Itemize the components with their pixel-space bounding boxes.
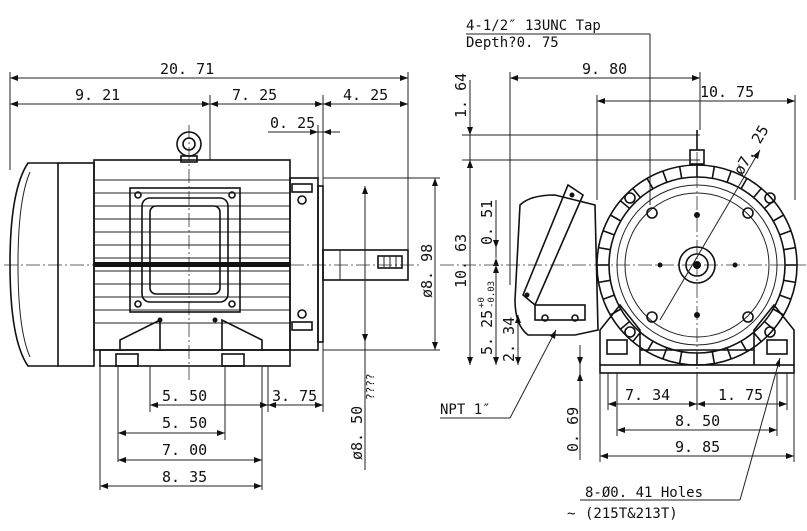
- note-tap-line1: 4-1/2″ 13UNC Tap: [466, 18, 601, 34]
- note-tap-line2: Depth?0. 75: [466, 35, 559, 51]
- side-view: 20. 71 9. 21 7. 25 4. 25 0. 25: [4, 60, 440, 490]
- face-fin: [602, 294, 615, 300]
- face-fin: [619, 320, 631, 330]
- dim-center-height: 5. 25: [478, 310, 496, 355]
- terminal-box-side: [514, 183, 599, 336]
- face-fin: [662, 170, 668, 183]
- face-fin: [678, 351, 683, 364]
- face-fin: [619, 200, 631, 210]
- face-fin: [678, 166, 683, 179]
- dim-base-b: 1. 75: [718, 386, 763, 404]
- face-fin: [740, 177, 748, 190]
- face-fin: [779, 230, 792, 236]
- dim-shaft-ext: 3. 75: [272, 387, 317, 405]
- dim-box-offset: 0. 51: [478, 200, 496, 245]
- motor-feet: [99, 317, 291, 367]
- face-fin: [609, 214, 622, 222]
- motor-end-cap: [9, 162, 58, 367]
- dim-base-c: 8. 50: [675, 412, 720, 430]
- dim-top-b: 10. 75: [700, 83, 754, 101]
- eyebolt: [176, 131, 202, 163]
- dim-seg-right: 4. 25: [343, 86, 388, 104]
- face-fin: [711, 166, 716, 179]
- motor-face: [596, 130, 798, 366]
- dim-shaft-dia: ø8. 98: [418, 244, 436, 298]
- face-fin: [783, 279, 796, 284]
- dim-foot-d: 8. 35: [162, 468, 207, 486]
- face-fin: [783, 246, 796, 251]
- face-fin: [726, 170, 732, 183]
- face-fin: [598, 279, 611, 284]
- note-holes-line1: 8-Ø0. 41 Holes: [585, 485, 703, 501]
- face-fin: [632, 187, 642, 199]
- face-fin: [711, 351, 716, 364]
- dim-base-d: 9. 85: [675, 438, 720, 456]
- dim-foot-b: 5. 50: [162, 414, 207, 432]
- note-holes-line2: (215T&213T): [585, 506, 678, 522]
- dim-bolt-circle: ø7. 25: [730, 122, 773, 178]
- dim-base-h: 0. 69: [564, 407, 582, 452]
- dim-foot-a: 5. 50: [162, 387, 207, 405]
- note-holes-prefix: ~: [567, 506, 575, 522]
- dim-top-a: 9. 80: [582, 60, 627, 78]
- front-view: 4-1/2″ 13UNC Tap Depth?0. 75 9. 80 10. 7…: [440, 18, 806, 522]
- face-fin: [772, 214, 785, 222]
- dim-center-tol-down: -0.03: [487, 281, 497, 308]
- dim-base-a: 7. 34: [625, 386, 670, 404]
- terminal-box: [129, 187, 241, 313]
- dim-foot-h: 2. 34: [500, 317, 518, 362]
- face-fin: [779, 294, 792, 300]
- dim-seg-left: 9. 21: [75, 86, 120, 104]
- face-fin: [602, 230, 615, 236]
- dim-overall-length: 20. 71: [160, 60, 214, 78]
- dim-center-tol-up: +0: [477, 297, 487, 308]
- face-fin: [598, 246, 611, 251]
- dim-pilot-dia: ø8. 50: [348, 406, 366, 460]
- dim-top-offset: 1. 64: [452, 73, 470, 118]
- face-fin: [646, 177, 654, 190]
- dim-foot-c: 7. 00: [162, 441, 207, 459]
- dim-pilot-tol: ????: [364, 374, 377, 401]
- note-npt: NPT 1″: [440, 402, 491, 418]
- dim-height: 10. 63: [452, 234, 470, 288]
- dim-shaft-step: 0. 25: [270, 114, 315, 132]
- dim-seg-mid: 7. 25: [232, 86, 277, 104]
- face-fin: [752, 187, 762, 199]
- face-fin: [632, 331, 642, 343]
- face-fin: [752, 331, 762, 343]
